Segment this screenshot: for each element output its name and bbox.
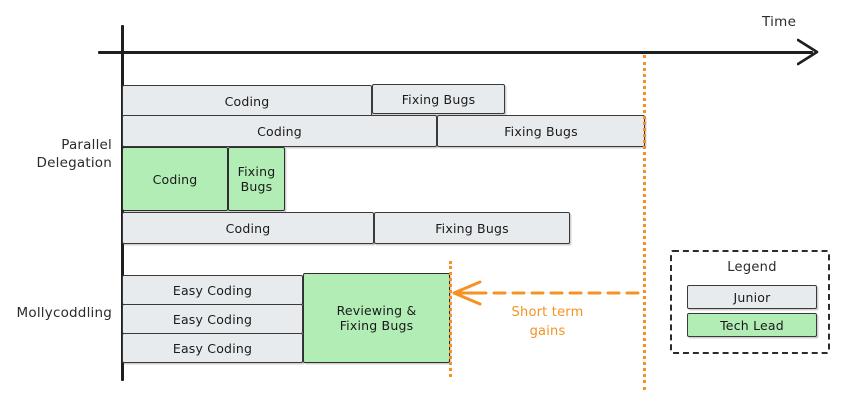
time-axis-label: Time — [762, 14, 797, 30]
time-axis-line — [98, 51, 813, 54]
bar-mc-r1-easy-coding[interactable]: Easy Coding — [122, 275, 303, 305]
guide-line-left — [449, 261, 452, 377]
bar-pd-r2-fixing-bugs[interactable]: Fixing Bugs — [437, 115, 645, 147]
group-label-mollycoddling: Mollycoddling — [0, 304, 112, 322]
bar-pd-r1-coding[interactable]: Coding — [122, 85, 372, 117]
guide-line-right — [643, 55, 646, 390]
bar-label-line-1: Reviewing & — [336, 303, 417, 318]
group-label-parallel-delegation: Parallel Delegation — [0, 136, 112, 172]
short-term-gains-arrow — [452, 280, 640, 306]
legend-box: Legend Junior Tech Lead — [670, 250, 830, 354]
bar-mc-r3-easy-coding[interactable]: Easy Coding — [122, 333, 303, 363]
legend-item-tech-lead[interactable]: Tech Lead — [687, 313, 817, 337]
bar-label-wrap: Fixing Bugs — [237, 164, 276, 194]
bar-pd-r3-coding[interactable]: Coding — [122, 147, 228, 211]
bar-pd-r2-coding[interactable]: Coding — [122, 115, 437, 147]
bar-mc-reviewing-fixing-bugs[interactable]: Reviewing & Fixing Bugs — [303, 273, 450, 363]
legend-item-junior[interactable]: Junior — [687, 285, 817, 309]
bar-mc-r2-easy-coding[interactable]: Easy Coding — [122, 304, 303, 334]
bar-pd-r3-fixing-bugs[interactable]: Fixing Bugs — [228, 147, 285, 211]
bar-label-line-2: Fixing Bugs — [339, 318, 414, 333]
legend-title: Legend — [727, 260, 777, 275]
annotation-line-1: Short term — [511, 305, 584, 320]
annotation-line-2: gains — [529, 323, 566, 339]
short-term-gains-label: Short term gains — [470, 304, 625, 342]
group-label-line-2: Delegation — [36, 155, 112, 172]
group-label-line-1: Mollycoddling — [16, 305, 112, 321]
bar-pd-r4-fixing-bugs[interactable]: Fixing Bugs — [374, 212, 570, 244]
group-label-line-1: Parallel — [61, 137, 112, 153]
time-axis-arrowhead — [797, 38, 819, 66]
bar-pd-r1-fixing-bugs[interactable]: Fixing Bugs — [372, 84, 505, 114]
bar-pd-r4-coding[interactable]: Coding — [122, 212, 374, 244]
